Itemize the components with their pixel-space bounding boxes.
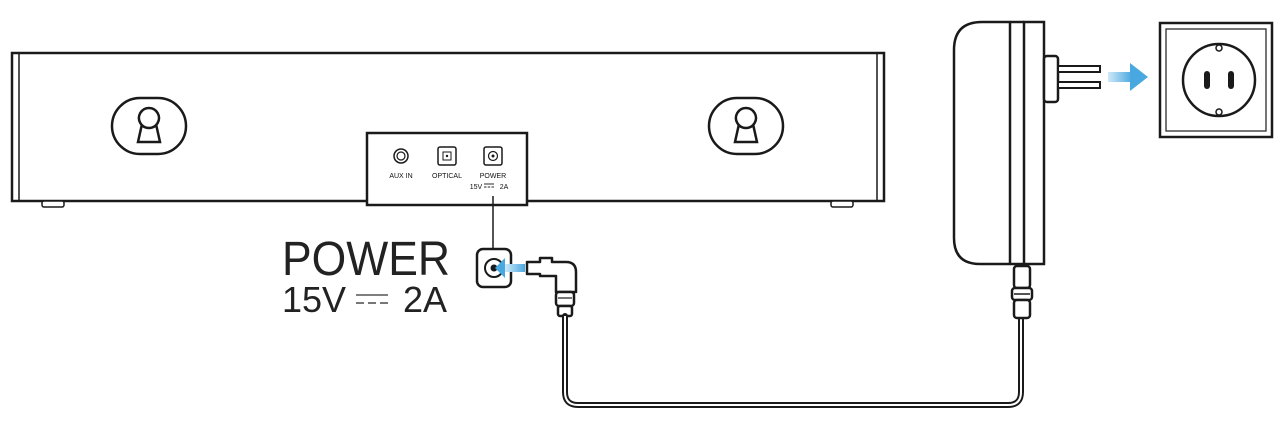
dc-symbol-large xyxy=(356,294,388,304)
plug-prong-bottom xyxy=(1057,81,1101,89)
plug-prong-top xyxy=(1057,65,1101,73)
insert-arrow-icon xyxy=(495,258,525,278)
power-voltage-label: 15V xyxy=(470,184,483,191)
wall-mount-keyhole-right xyxy=(707,96,785,156)
wall-outlet-icon xyxy=(1158,21,1274,139)
port-panel: AUX IN OPTICAL POWER 15V 2A xyxy=(365,131,529,207)
optical-label: OPTICAL xyxy=(432,173,462,180)
power-cable xyxy=(562,313,1024,408)
dc-symbol-small xyxy=(484,183,494,188)
callout-voltage: 15V xyxy=(282,279,346,320)
power-label: POWER xyxy=(480,173,506,180)
soundbar-foot-left xyxy=(41,200,65,208)
adapter-strain-relief xyxy=(1010,264,1034,320)
callout-current: 2A xyxy=(403,279,447,320)
callout-power-title: POWER xyxy=(282,233,450,286)
soundbar-foot-right xyxy=(830,200,854,208)
power-current-label: 2A xyxy=(500,184,509,191)
aux-in-label: AUX IN xyxy=(389,173,412,180)
power-adapter xyxy=(952,20,1101,266)
plug-in-arrow-icon xyxy=(1108,63,1148,91)
dc-plug xyxy=(525,256,578,318)
power-jack-closeup xyxy=(475,247,513,289)
wall-mount-keyhole-left xyxy=(110,96,188,156)
